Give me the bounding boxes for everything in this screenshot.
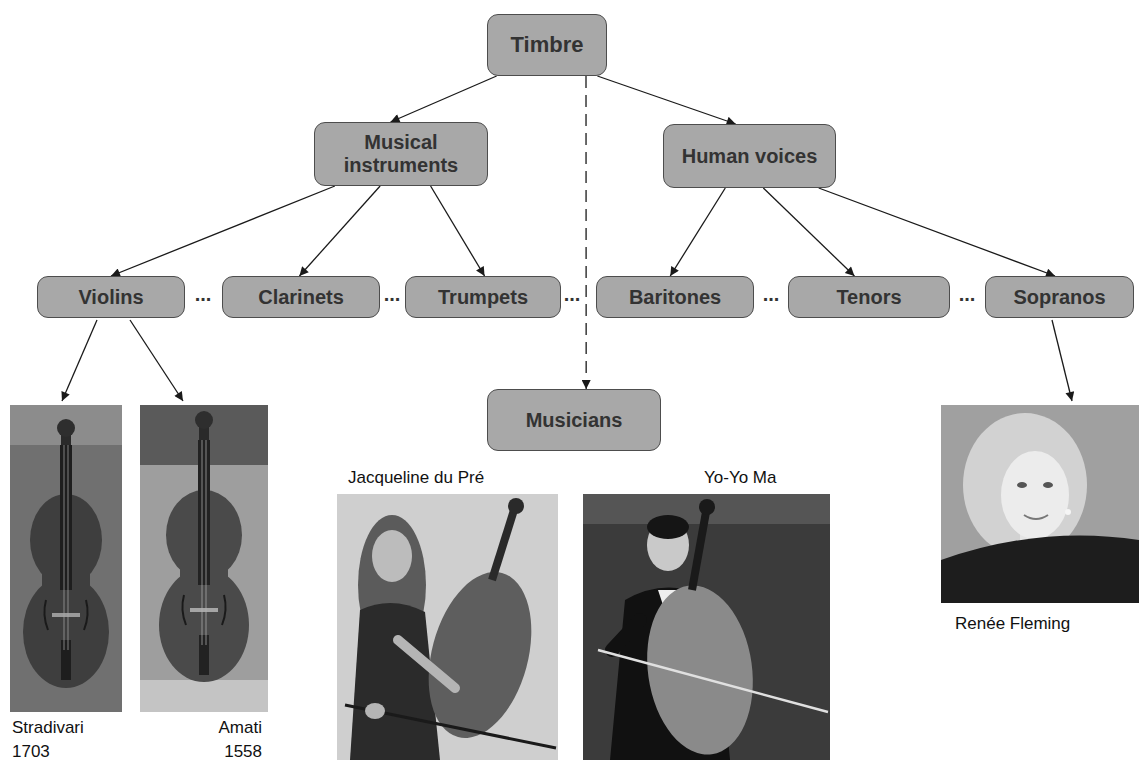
dress bbox=[350, 603, 440, 760]
connector-arrow bbox=[391, 76, 497, 122]
connector-arrow bbox=[431, 186, 485, 276]
connector-arrow bbox=[819, 188, 1055, 276]
violin-bridge bbox=[52, 613, 80, 617]
ellipsis: ... bbox=[760, 282, 782, 306]
photo-ground bbox=[10, 405, 122, 712]
photo-ground bbox=[941, 405, 1139, 603]
hand bbox=[365, 703, 385, 719]
violin-string bbox=[202, 440, 203, 645]
cello-neck bbox=[492, 510, 514, 580]
box-label: Musical instruments bbox=[325, 131, 477, 177]
category-box: Timbre bbox=[487, 14, 607, 76]
violin-tailpiece bbox=[199, 635, 209, 675]
violin-bridge bbox=[190, 608, 218, 612]
mouth bbox=[1024, 515, 1048, 519]
image-caption: Renée Fleming bbox=[955, 612, 1130, 636]
violin-string bbox=[68, 445, 69, 650]
cello-body bbox=[412, 560, 549, 749]
hair bbox=[647, 515, 689, 539]
face bbox=[372, 530, 412, 582]
category-box: Clarinets bbox=[222, 276, 380, 318]
ellipsis: ... bbox=[561, 282, 583, 306]
category-box: Trumpets bbox=[405, 276, 561, 318]
cello-body bbox=[637, 579, 764, 762]
image-caption: Amati 1558 bbox=[192, 716, 262, 764]
box-label: Violins bbox=[78, 286, 143, 309]
box-label: Sopranos bbox=[1013, 286, 1105, 309]
face bbox=[1001, 451, 1069, 539]
violin-string bbox=[206, 440, 207, 645]
violin-scroll bbox=[195, 411, 213, 429]
earring bbox=[1065, 509, 1071, 515]
box-label: Musicians bbox=[526, 409, 623, 432]
photo-arrow bbox=[130, 320, 183, 401]
connector-arrow bbox=[670, 188, 725, 276]
eye bbox=[1043, 482, 1053, 488]
connector-group bbox=[111, 76, 1055, 389]
image-caption: Stradivari 1703 bbox=[12, 716, 107, 764]
connector-arrow bbox=[597, 76, 735, 124]
violin-f-hole bbox=[182, 595, 186, 625]
cello-neck bbox=[692, 512, 706, 590]
violin-fingerboard bbox=[198, 440, 210, 585]
pedestal bbox=[140, 680, 268, 712]
category-box: Violins bbox=[37, 276, 185, 318]
box-label: Baritones bbox=[629, 286, 721, 309]
photo-ground bbox=[140, 405, 268, 712]
image-caption: Jacqueline du Pré bbox=[348, 466, 553, 490]
box-label: Tenors bbox=[836, 286, 901, 309]
connector-arrow bbox=[111, 186, 335, 276]
dress bbox=[941, 536, 1139, 604]
category-box: Musicians bbox=[487, 389, 661, 451]
connector-arrow bbox=[585, 76, 586, 389]
category-box: Sopranos bbox=[985, 276, 1134, 318]
image-caption: Yo-Yo Ma bbox=[704, 466, 814, 490]
box-label: Human voices bbox=[682, 145, 818, 168]
violin-f-hole bbox=[44, 600, 48, 630]
violin-f-hole bbox=[84, 600, 88, 630]
ellipsis: ... bbox=[381, 282, 403, 306]
violin-tailpiece bbox=[61, 640, 71, 680]
arm bbox=[398, 640, 455, 688]
violin-string bbox=[64, 445, 65, 650]
box-label: Clarinets bbox=[258, 286, 344, 309]
connector-arrow bbox=[763, 188, 854, 276]
violin-f-hole bbox=[222, 595, 226, 625]
cello-scroll bbox=[508, 498, 524, 514]
photo-ground bbox=[337, 494, 558, 760]
cello-scroll bbox=[699, 499, 715, 515]
photo-arrow bbox=[62, 320, 97, 401]
category-box: Human voices bbox=[663, 124, 836, 188]
category-box: Tenors bbox=[788, 276, 950, 318]
box-label: Timbre bbox=[511, 32, 584, 57]
connector-arrow bbox=[299, 186, 380, 276]
category-box: Musical instruments bbox=[314, 122, 488, 186]
arm bbox=[612, 620, 640, 650]
violin-scroll bbox=[57, 419, 75, 437]
bow bbox=[598, 650, 828, 712]
ellipsis: ... bbox=[956, 282, 978, 306]
violin-fingerboard bbox=[60, 445, 72, 590]
box-label: Trumpets bbox=[438, 286, 528, 309]
eye bbox=[1017, 482, 1027, 488]
hair bbox=[963, 413, 1087, 557]
category-box: Baritones bbox=[596, 276, 754, 318]
photo-arrow bbox=[1052, 320, 1072, 401]
ellipsis: ... bbox=[192, 282, 214, 306]
